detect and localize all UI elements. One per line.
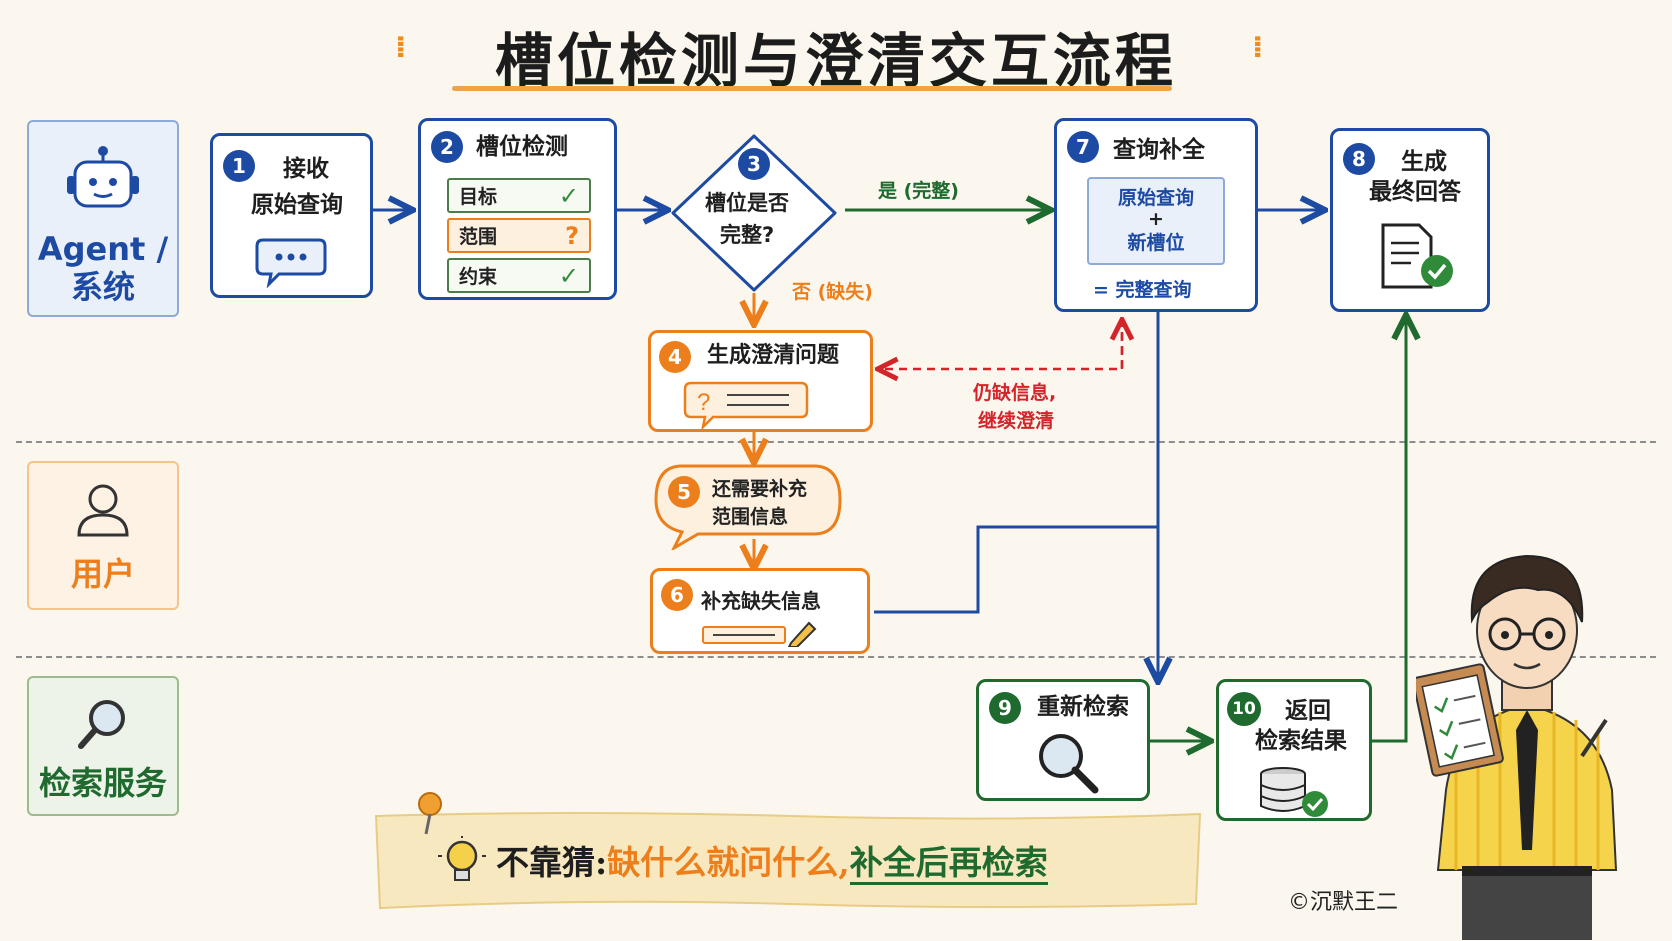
pencil-input-icon bbox=[702, 621, 817, 647]
step-9-number: 9 bbox=[989, 692, 1021, 724]
step-1-receive: 1 接收 原始查询 bbox=[210, 133, 373, 298]
slot-row-constraint: 约束 ✓ bbox=[447, 258, 591, 293]
step-8-final-answer: 8 生成 最终回答 bbox=[1330, 128, 1490, 312]
banner-text: 不靠猜:缺什么就问什么,补全后再检索 bbox=[496, 836, 1048, 885]
arrow-10-8 bbox=[1372, 318, 1406, 743]
step-2-number: 2 bbox=[431, 131, 463, 163]
step-10-line1: 返回 bbox=[1285, 698, 1331, 724]
step-7-number: 7 bbox=[1067, 131, 1099, 163]
step-10-line2: 检索结果 bbox=[1255, 728, 1347, 754]
slot-scope-label: 范围 bbox=[459, 226, 498, 248]
step-10-number: 10 bbox=[1227, 692, 1261, 726]
step-1-number: 1 bbox=[223, 150, 255, 182]
arrow-6-merge bbox=[874, 525, 1158, 614]
edge-loop-label-1: 仍缺信息, bbox=[973, 382, 1057, 404]
author-credit: ©沉默王二 bbox=[1288, 890, 1399, 915]
robot-icon bbox=[67, 146, 139, 208]
step-8-line1: 生成 bbox=[1401, 149, 1447, 175]
lane-user-label: 用户 bbox=[70, 555, 135, 593]
title-underline bbox=[452, 86, 1172, 91]
step-7-inner2: 新槽位 bbox=[1127, 232, 1185, 254]
chat-bubble-icon bbox=[255, 238, 327, 288]
step-5-number: 5 bbox=[668, 476, 700, 508]
step-3-line1: 槽位是否 bbox=[705, 191, 789, 215]
lane-user: 用户 bbox=[27, 461, 179, 610]
step-10-return-results: 10 返回 检索结果 bbox=[1216, 679, 1372, 821]
step-5-line2: 范围信息 bbox=[712, 506, 789, 528]
step-7-title: 查询补全 bbox=[1113, 137, 1205, 163]
lane-agent-label: Agent / 系统 bbox=[37, 230, 169, 306]
slot-constraint-label: 约束 bbox=[459, 266, 498, 288]
slot-row-scope: 范围? bbox=[447, 218, 591, 253]
magnifier-icon bbox=[1039, 734, 1099, 794]
step-6-supplement: 6 补充缺失信息 bbox=[650, 568, 870, 654]
edge-yes-label: 是 (完整) bbox=[878, 180, 959, 202]
check-icon: ✓ bbox=[558, 181, 579, 210]
arrow-loop-7-4 bbox=[880, 318, 1124, 369]
lane-search-label: 检索服务 bbox=[38, 764, 167, 802]
lane-search: 检索服务 bbox=[27, 676, 179, 816]
slot-row-goal: 目标 ✓ bbox=[447, 178, 591, 213]
step-4-title: 生成澄清问题 bbox=[707, 343, 840, 368]
edge-no-label: 否 (缺失) bbox=[792, 281, 873, 303]
page-title: 槽位检测与澄清交互流程 bbox=[494, 27, 1177, 95]
step-2-title: 槽位检测 bbox=[476, 134, 568, 160]
step-7-plus: + bbox=[1148, 208, 1164, 230]
banner-scroll bbox=[374, 812, 1202, 910]
banner-part2: 缺什么就问什么, bbox=[607, 843, 850, 882]
step-7-result: = 完整查询 bbox=[1093, 279, 1192, 301]
step-8-line2: 最终回答 bbox=[1369, 179, 1461, 205]
step-7-inner1: 原始查询 bbox=[1117, 187, 1194, 209]
step-2-slot-detection: 2 槽位检测 目标 ✓ 范围? 约束 ✓ bbox=[418, 118, 617, 300]
cartoon-man-illustration bbox=[1416, 554, 1618, 940]
step-8-number: 8 bbox=[1343, 143, 1375, 175]
user-icon bbox=[77, 484, 129, 537]
step-7-inner-box: 原始查询 + 新槽位 bbox=[1087, 177, 1225, 265]
banner-part1: 不靠猜: bbox=[496, 843, 608, 882]
lane-divider-1 bbox=[16, 441, 1656, 443]
document-check-icon bbox=[1381, 223, 1453, 289]
magnifier-icon bbox=[78, 700, 125, 749]
title-spark-left-icon: ⁞ bbox=[395, 30, 407, 65]
step-7-query-completion: 7 查询补全 原始查询 + 新槽位 = 完整查询 bbox=[1054, 118, 1258, 312]
svg-text:?: ? bbox=[697, 389, 710, 416]
step-5-line1: 还需要补充 bbox=[712, 478, 808, 500]
step-1-line1: 接收 bbox=[283, 156, 329, 182]
database-check-icon bbox=[1260, 767, 1328, 817]
step-9-title: 重新检索 bbox=[1037, 694, 1129, 720]
step-6-number: 6 bbox=[661, 579, 693, 611]
edge-loop-label-2: 继续澄清 bbox=[978, 410, 1055, 432]
step-5-bubble bbox=[654, 464, 842, 550]
slot-goal-label: 目标 bbox=[459, 186, 498, 208]
step-1-line2: 原始查询 bbox=[251, 192, 343, 218]
question-icon: ? bbox=[565, 221, 579, 250]
step-3-diamond bbox=[671, 134, 837, 292]
lane-divider-2 bbox=[16, 656, 1656, 658]
question-bubble-icon: ? bbox=[683, 381, 809, 429]
step-6-title: 补充缺失信息 bbox=[701, 589, 821, 613]
banner-part3: 补全后再检索 bbox=[849, 843, 1048, 885]
step-3-number: 3 bbox=[738, 148, 770, 180]
step-9-re-search: 9 重新检索 bbox=[976, 679, 1150, 801]
step-4-clarify-question: 4 生成澄清问题 ? bbox=[648, 330, 873, 432]
pin-icon bbox=[418, 792, 442, 835]
lane-agent: Agent / 系统 bbox=[27, 120, 179, 317]
check-icon: ✓ bbox=[558, 261, 579, 290]
step-4-number: 4 bbox=[659, 341, 691, 373]
title-spark-right-icon: ⁞ bbox=[1252, 30, 1264, 65]
step-3-line2: 完整? bbox=[720, 223, 775, 247]
lightbulb-icon bbox=[438, 836, 486, 881]
